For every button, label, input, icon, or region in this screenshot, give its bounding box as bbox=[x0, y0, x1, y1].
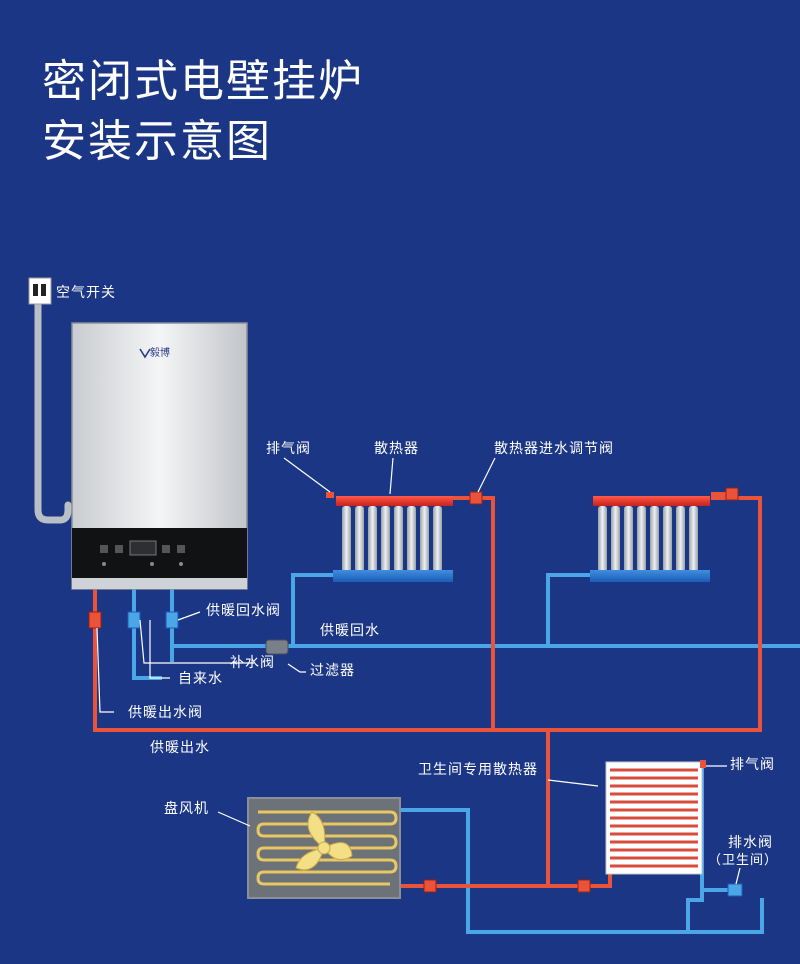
filter-icon bbox=[265, 639, 289, 655]
label-tap-water: 自来水 bbox=[178, 671, 223, 687]
label-heating-return: 供暖回水 bbox=[320, 623, 380, 639]
label-heating-return-valve: 供暖回水阀 bbox=[206, 603, 281, 619]
label-heating-supply-valve: 供暖出水阀 bbox=[128, 705, 203, 721]
boiler-brand-logo: 毅博 bbox=[150, 346, 170, 359]
label-air-switch: 空气开关 bbox=[56, 285, 116, 301]
fan-coil bbox=[247, 797, 401, 899]
fan-blade-icon bbox=[295, 811, 353, 871]
bathroom-supply-valve-icon bbox=[577, 879, 591, 893]
label-drain-valve-note: （卫生间） bbox=[708, 853, 779, 868]
label-vent-valve-2: 排气阀 bbox=[730, 757, 775, 773]
page-title-line1: 密闭式电壁挂炉 bbox=[42, 56, 364, 107]
label-radiator: 散热器 bbox=[374, 441, 419, 457]
power-cable bbox=[34, 300, 72, 524]
air-switch-icon bbox=[28, 277, 52, 305]
label-fan-coil: 盘风机 bbox=[164, 801, 209, 817]
radiator-1-fins bbox=[342, 506, 442, 572]
drain-valve-icon bbox=[727, 883, 743, 897]
makeup-valve-icon bbox=[127, 611, 141, 629]
heating-return-valve-icon bbox=[165, 611, 179, 629]
heating-supply-valve-icon bbox=[88, 611, 102, 629]
label-drain-valve: 排水阀 bbox=[728, 835, 773, 851]
label-radiator-inlet-valve: 散热器进水调节阀 bbox=[494, 441, 614, 457]
radiator-2-fins bbox=[598, 506, 698, 572]
radiator-1 bbox=[326, 492, 453, 582]
radiator-2 bbox=[590, 487, 739, 582]
boiler bbox=[71, 322, 248, 590]
label-filter: 过滤器 bbox=[310, 663, 355, 679]
fan-coil-valve-icon bbox=[423, 879, 437, 893]
label-vent-valve: 排气阀 bbox=[266, 441, 311, 457]
page-title-line2: 安装示意图 bbox=[42, 116, 272, 167]
return-pipes bbox=[132, 573, 800, 934]
leader-lines bbox=[96, 457, 741, 885]
label-makeup-valve: 补水阀 bbox=[230, 655, 275, 671]
label-bathroom-radiator: 卫生间专用散热器 bbox=[418, 762, 538, 778]
brand-mark-icon bbox=[139, 348, 151, 359]
bathroom-radiator bbox=[605, 760, 706, 875]
radiator-inlet-valve-icon bbox=[469, 491, 483, 505]
label-heating-supply: 供暖出水 bbox=[150, 740, 210, 756]
